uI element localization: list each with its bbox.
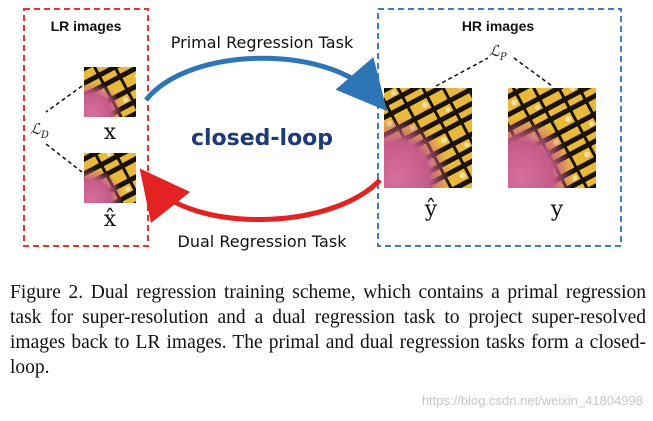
dual-regression-arrow (139, 168, 382, 224)
figure-caption: Figure 2. Dual regression training schem… (10, 282, 646, 378)
lr-input-image (84, 67, 136, 117)
primal-loss-label: ℒP (489, 42, 507, 63)
lr-input-label: x (104, 120, 117, 145)
hr-output-image (384, 88, 472, 188)
lr-reconstructed-image (84, 153, 136, 203)
dual-loss-label: ℒD (30, 120, 49, 141)
hr-target-label: y (550, 197, 564, 222)
lr-reconstructed-label: x̂ (104, 207, 117, 232)
primal-regression-arrow (144, 55, 388, 112)
lr-box-title: LR images (51, 18, 122, 34)
primal-task-label: Primal Regression Task (171, 33, 354, 52)
closed-loop-label: closed-loop (191, 126, 333, 151)
dual-task-label: Dual Regression Task (178, 232, 348, 251)
hr-output-label: ŷ (424, 197, 438, 222)
dual-regression-diagram: LR images HR images x x̂ ℒD ŷ y ℒP Prima… (23, 8, 622, 251)
hr-target-image (508, 88, 596, 188)
hr-images-box (377, 8, 622, 247)
dual-loss-lines (45, 85, 83, 173)
lr-images-box (23, 8, 149, 247)
watermark: https://blog.csdn.net/weixin_41804998 (421, 393, 643, 408)
primal-loss-lines (435, 57, 553, 87)
hr-box-title: HR images (462, 18, 535, 34)
